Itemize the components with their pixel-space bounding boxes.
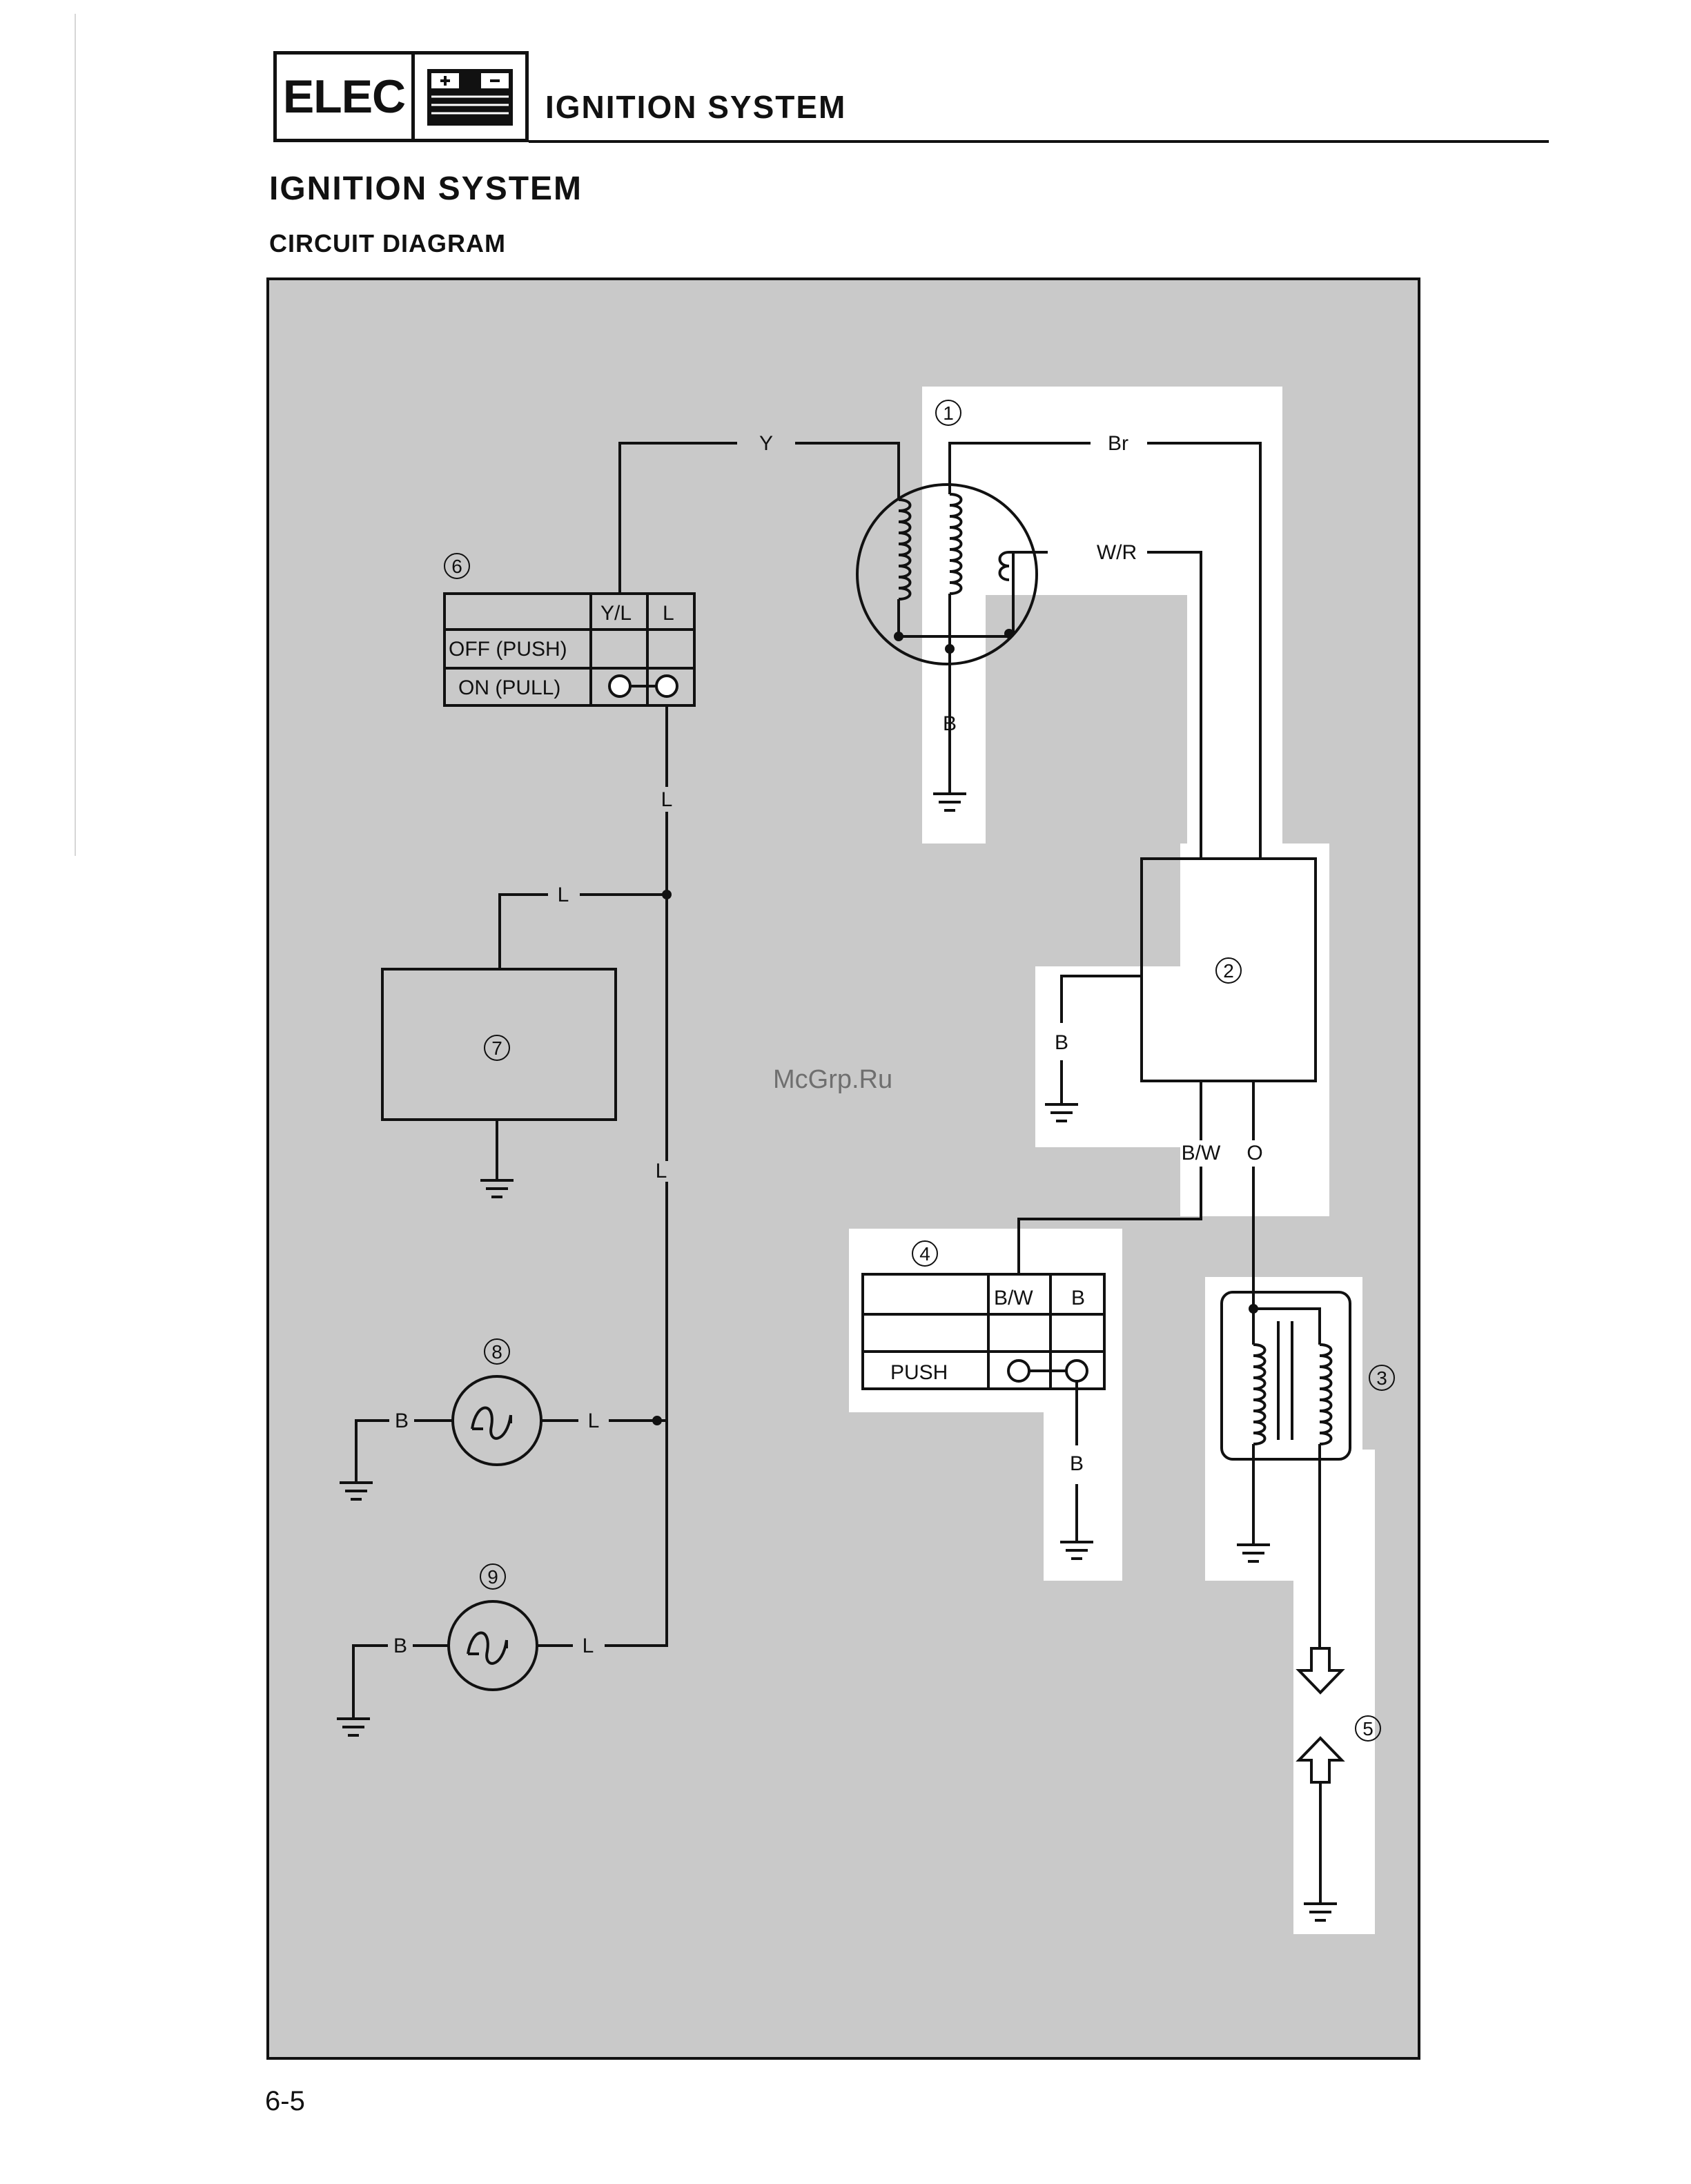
main-switch-row1: OFF (PUSH) xyxy=(449,638,567,661)
wire-label-o: O xyxy=(1247,1142,1262,1164)
stop-button-col1: B/W xyxy=(994,1287,1033,1309)
wire-label-b-lamp9: B xyxy=(393,1635,407,1657)
wire-label-br: Br xyxy=(1108,432,1128,455)
svg-text:4: 4 xyxy=(919,1243,930,1265)
watermark: McGrp.Ru xyxy=(773,1065,892,1094)
wire-label-bw: B/W xyxy=(1182,1142,1221,1164)
wire-label-b-button: B xyxy=(1070,1452,1084,1475)
wire-label-l-junction: L xyxy=(558,884,569,906)
wire-label-l-lamp9: L xyxy=(583,1635,594,1657)
wire-label-l-switch: L xyxy=(661,788,673,811)
main-switch-row2: ON (PULL) xyxy=(458,676,560,699)
svg-text:6: 6 xyxy=(451,556,462,577)
wire-label-b-cdi: B xyxy=(1055,1031,1068,1054)
wire-label-l-lower: L xyxy=(656,1160,667,1182)
stop-button-row3: PUSH xyxy=(890,1361,948,1384)
svg-text:1: 1 xyxy=(943,402,954,424)
wire-label-b-lamp8: B xyxy=(395,1410,409,1432)
wire-label-wr: W/R xyxy=(1097,541,1137,564)
svg-text:2: 2 xyxy=(1223,960,1234,982)
main-switch-col1: Y/L xyxy=(600,602,632,625)
svg-text:7: 7 xyxy=(491,1037,502,1059)
svg-text:3: 3 xyxy=(1376,1367,1387,1389)
svg-text:9: 9 xyxy=(487,1566,498,1588)
page-number: 6-5 xyxy=(265,2086,305,2117)
wire-label-y: Y xyxy=(759,432,773,455)
wire-label-b-magneto: B xyxy=(943,712,957,735)
stop-button-col2: B xyxy=(1071,1287,1085,1309)
wire-label-l-lamp8: L xyxy=(588,1410,600,1432)
main-switch-col2: L xyxy=(663,602,674,625)
svg-text:8: 8 xyxy=(491,1341,502,1363)
svg-text:5: 5 xyxy=(1362,1718,1374,1739)
